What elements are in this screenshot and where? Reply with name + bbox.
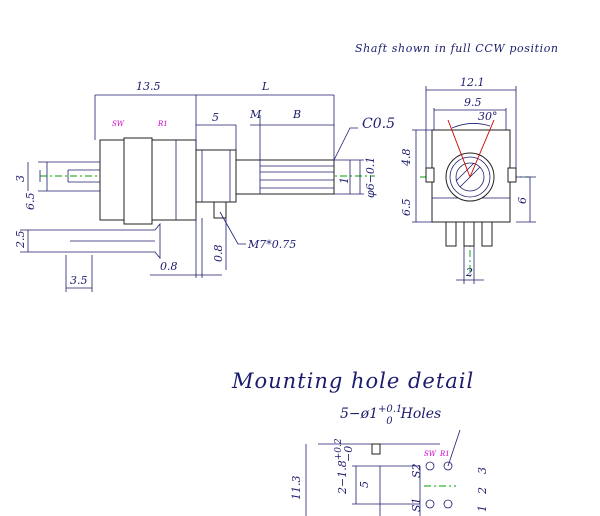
side-body-mid [123, 137, 153, 225]
dim-6: 6 [516, 197, 529, 204]
dim-M: M [249, 108, 262, 121]
dim-12-1: 12.1 [460, 76, 485, 89]
dim-1: 1 [338, 177, 351, 184]
side-body-front [151, 139, 197, 221]
label-s2: S2 [410, 463, 423, 478]
dim-B: B [292, 108, 301, 121]
chamfer-label: C0.5 [362, 116, 395, 132]
mounting-title: Mounting hole detail [231, 369, 474, 393]
label-s1: S1 [410, 497, 423, 512]
thread-label: M7*0.75 [247, 238, 296, 251]
side-pins [38, 161, 100, 192]
dim-9-5: 9.5 [464, 96, 482, 109]
dim-6-5-front: 6.5 [400, 199, 413, 217]
pin-1: 1 [476, 505, 489, 512]
dim-2-5: 2.5 [14, 231, 27, 250]
label-sw: SW [112, 120, 125, 128]
angle-30: 30° [478, 110, 498, 123]
dim-L: L [261, 80, 269, 93]
shaft-position-note: Shaft shown in full CCW position [355, 42, 559, 55]
dim-13-5: 13.5 [136, 80, 161, 93]
dim-2-1-8-tol-lower: −0 [342, 446, 355, 462]
dim-3-5: 3.5 [70, 274, 88, 287]
front-view: 30° 12.1 9.5 4.8 6.5 6 2 [400, 76, 536, 284]
side-body-rear [99, 139, 125, 221]
pin-2: 2 [476, 487, 489, 495]
dim-6-5: 6.5 [24, 193, 37, 211]
side-bushing-nut [213, 201, 227, 219]
pin-3: 3 [476, 467, 489, 474]
dim-11-3: 11.3 [290, 476, 303, 501]
side-view: 13.5 L 5 M B SW R1 C0.5 1 φ6−0.1 3 6.5 2… [14, 80, 395, 292]
label-r1-mount: R1 [439, 450, 450, 458]
dim-0-8-h: 0.8 [160, 260, 178, 273]
dim-5: 5 [212, 111, 219, 124]
dim-2: 2 [465, 266, 473, 279]
side-shaft [235, 159, 335, 195]
side-bracket [70, 222, 161, 260]
label-r1: R1 [157, 120, 168, 128]
dim-5-mount: 5 [358, 481, 371, 488]
dim-4-8: 4.8 [400, 149, 413, 168]
label-sw-mount: SW [424, 450, 437, 458]
dim-0-8-v: 0.8 [212, 245, 225, 263]
dim-2-1-8: 2−1.8+0.2 [334, 438, 349, 495]
dim-phi6: φ6−0.1 [364, 157, 377, 198]
dim-3: 3 [14, 175, 27, 182]
